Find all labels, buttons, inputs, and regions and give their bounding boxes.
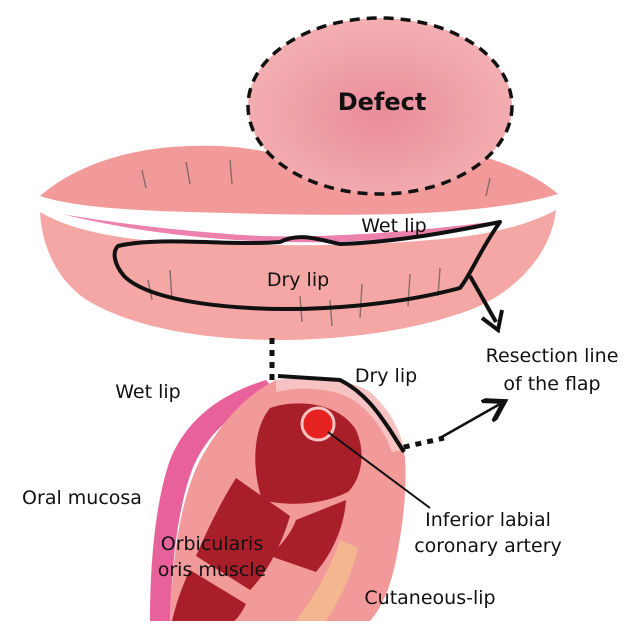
label-oral-mucosa: Oral mucosa xyxy=(22,487,142,509)
label-dry-lip-section: Dry lip xyxy=(355,365,417,387)
label-artery-2: coronary artery xyxy=(414,535,562,557)
label-wet-lip-top: Wet lip xyxy=(361,215,426,237)
artery-marker xyxy=(302,408,334,440)
label-resection-line-2: of the flap xyxy=(503,373,600,395)
label-artery-1: Inferior labial xyxy=(425,509,551,531)
label-orbicularis-2: oris muscle xyxy=(158,559,267,581)
label-wet-lip-section: Wet lip xyxy=(115,381,180,403)
arrow-to-flap-label xyxy=(440,404,500,438)
label-defect: Defect xyxy=(338,88,427,116)
label-orbicularis-1: Orbicularis xyxy=(161,533,264,555)
label-dry-lip-top: Dry lip xyxy=(267,269,329,291)
label-resection-line-1: Resection line xyxy=(486,345,619,367)
label-cutaneous-lip: Cutaneous-lip xyxy=(364,587,495,609)
